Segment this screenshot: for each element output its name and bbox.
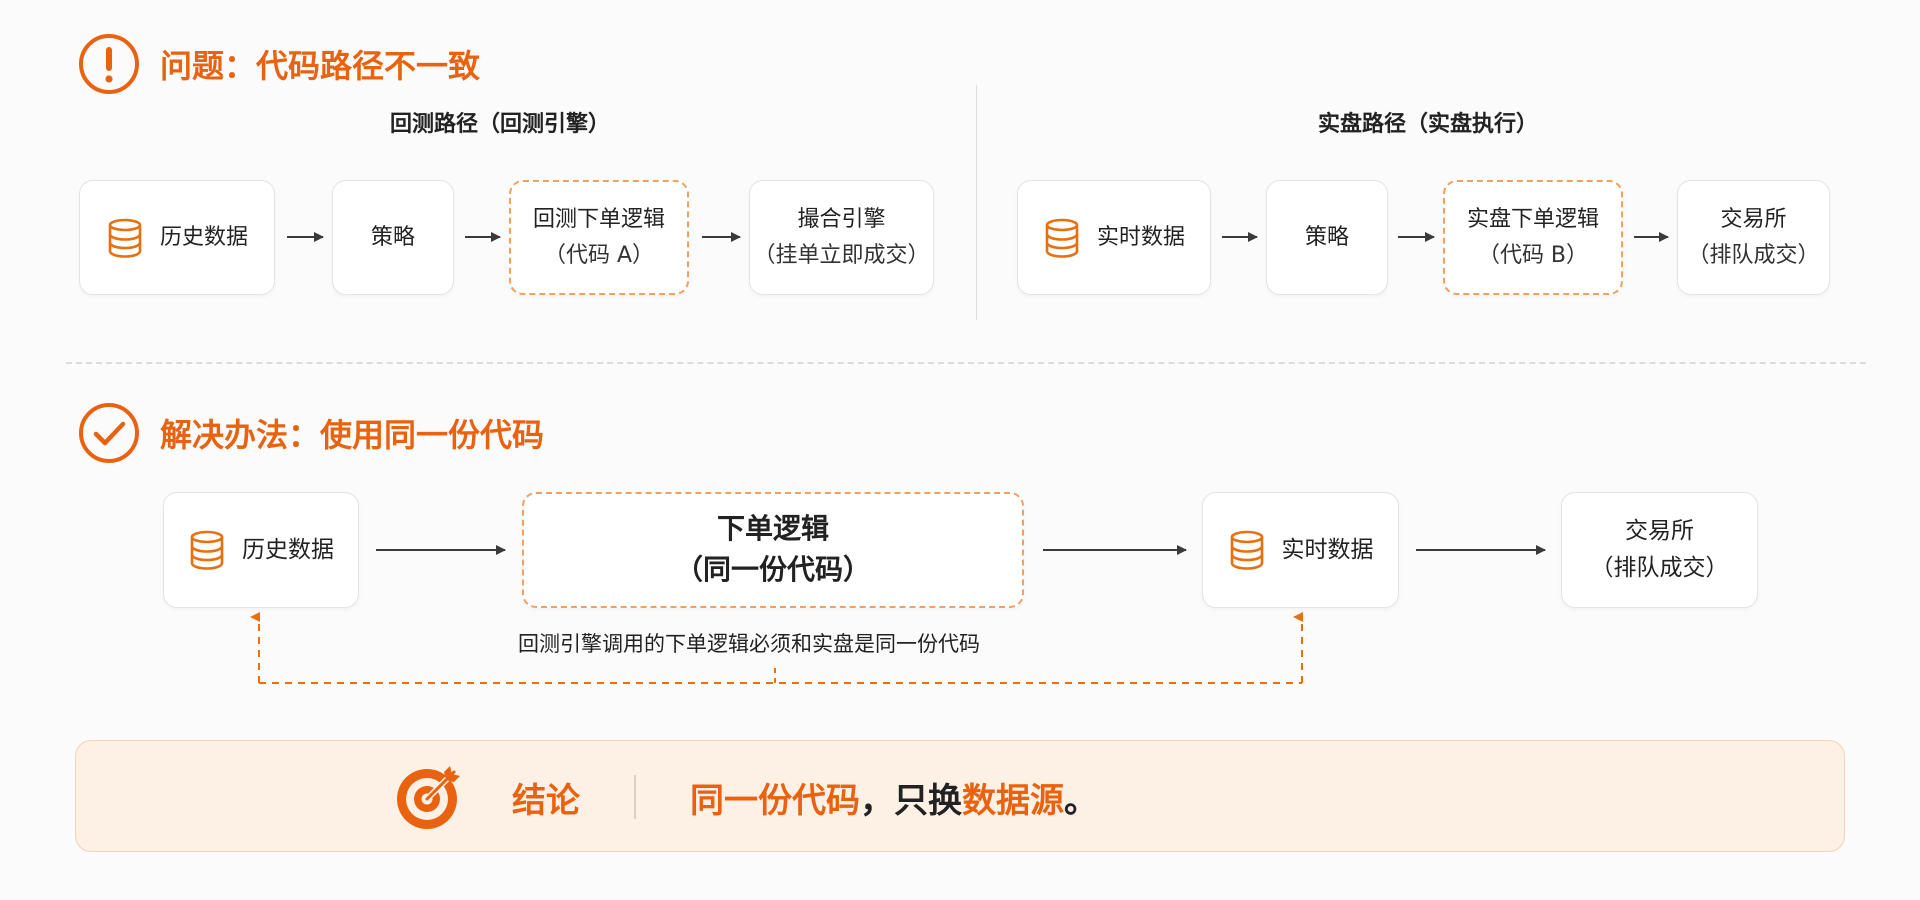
conclusion-content: 结论 同一份代码，只换数据源。 (394, 741, 1098, 853)
warning-icon (79, 34, 139, 94)
node-label: 交易所 (1720, 207, 1787, 233)
node-label: 策略 (1304, 224, 1349, 250)
node-label: 交易所 (1625, 518, 1694, 545)
node-sublabel: （代码 A） (543, 242, 655, 268)
node-label: 实时数据 (1096, 224, 1185, 250)
node-realtime-data: 实时数据 (1017, 180, 1211, 295)
node-backtest-order-logic: 回测下单逻辑 （代码 A） (509, 180, 689, 295)
target-icon (397, 766, 460, 829)
node-label: 实时数据 (1281, 536, 1374, 563)
node-historical-data: 历史数据 (79, 180, 275, 295)
node-label: 撮合引擎 (797, 207, 886, 233)
node-strategy-live: 策略 (1266, 180, 1388, 295)
conclusion-separator (634, 775, 636, 819)
solution-title-text: 解决办法：使用同一份代码 (160, 416, 545, 454)
node-historical-data-solution: 历史数据 (163, 492, 359, 608)
problem-title-text: 问题：代码路径不一致 (160, 47, 481, 85)
node-sublabel: （排队成交） (1590, 555, 1729, 581)
problem-title: 问题：代码路径不一致 (78, 33, 480, 95)
live-path-title: 实盘路径（实盘执行） (1317, 112, 1538, 137)
node-label: 策略 (370, 224, 415, 250)
node-realtime-data-solution: 实时数据 (1202, 492, 1399, 608)
node-sublabel: （代码 B） (1477, 242, 1589, 268)
node-exchange-live: 交易所 （排队成交） (1677, 180, 1830, 295)
conclusion-banner: 结论 同一份代码，只换数据源。 (75, 740, 1845, 852)
solution-title: 解决办法：使用同一份代码 (78, 402, 544, 464)
backtest-path-title: 回测路径（回测引擎） (389, 112, 610, 137)
node-strategy: 策略 (332, 180, 454, 295)
node-live-order-logic: 实盘下单逻辑 （代码 B） (1443, 180, 1623, 295)
node-label: 历史数据 (242, 536, 334, 563)
node-label: 历史数据 (159, 224, 248, 250)
conclusion-text: 同一份代码，只换数据源。 (690, 773, 1098, 822)
conclusion-highlight-source: 数据源 (962, 780, 1064, 821)
solution-note: 回测引擎调用的下单逻辑必须和实盘是同一份代码 (518, 632, 980, 656)
conclusion-mid: ，只换 (860, 780, 962, 821)
check-circle-icon (79, 403, 139, 463)
node-exchange-solution: 交易所 （排队成交） (1561, 492, 1758, 608)
node-label: 回测下单逻辑 (532, 207, 665, 233)
conclusion-label: 结论 (512, 780, 580, 821)
node-sublabel: （排队成交） (1687, 242, 1820, 268)
conclusion-highlight-code: 同一份代码 (690, 780, 860, 821)
node-label: 下单逻辑 (716, 512, 829, 546)
node-label: 实盘下单逻辑 (1466, 207, 1599, 233)
conclusion-end: 。 (1064, 780, 1098, 821)
node-sublabel: （同一份代码） (674, 553, 871, 586)
section-divider (66, 362, 1866, 364)
node-matching-engine: 撮合引擎 （挂单立即成交） (749, 180, 934, 295)
vertical-divider (976, 85, 977, 320)
node-sublabel: （挂单立即成交） (753, 242, 930, 268)
node-shared-order-logic: 下单逻辑 （同一份代码） (522, 492, 1024, 608)
